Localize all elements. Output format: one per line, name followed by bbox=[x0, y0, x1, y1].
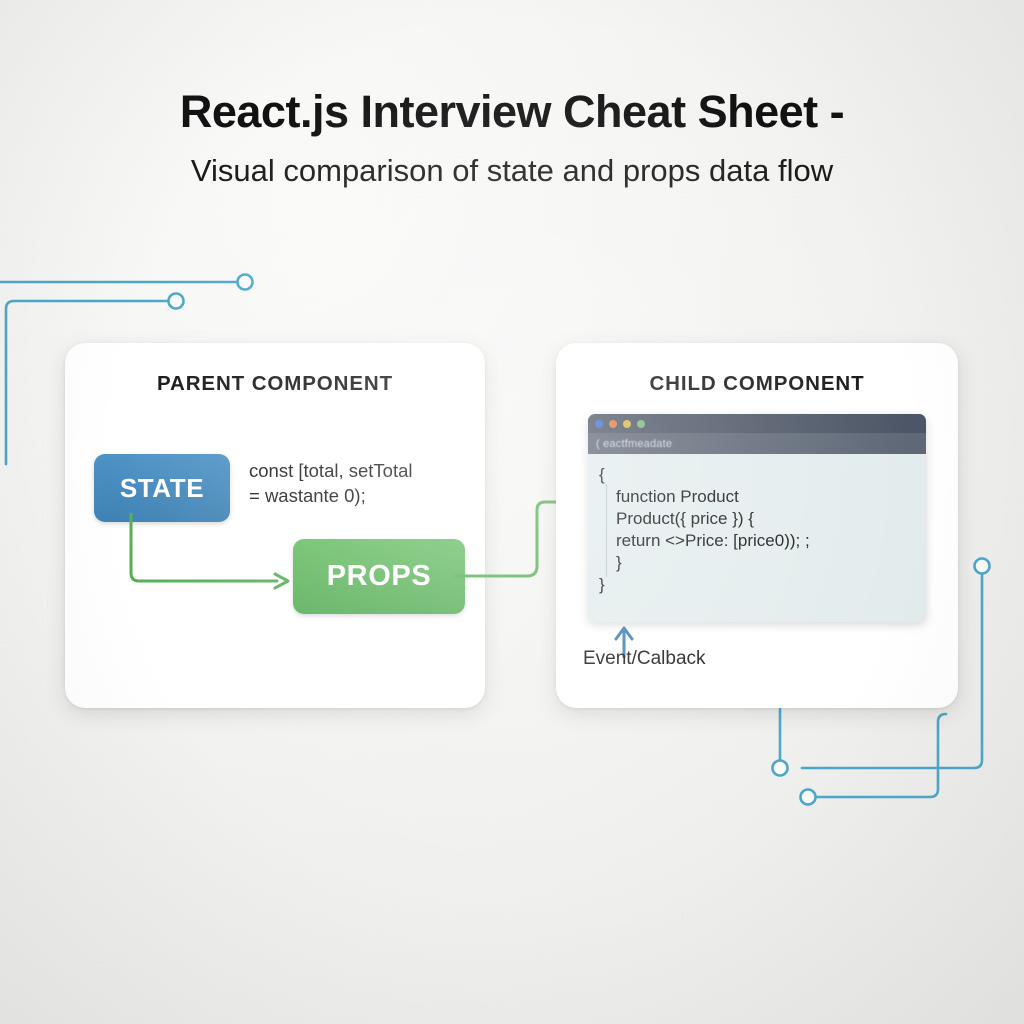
window-dot-green-icon[interactable] bbox=[637, 419, 645, 428]
props-box[interactable]: PROPS bbox=[293, 539, 465, 614]
circuit-node-icon bbox=[973, 557, 991, 575]
circuit-node-icon bbox=[799, 788, 817, 806]
code-window[interactable]: ( eactfmeadate { function Product Produc… bbox=[588, 414, 926, 622]
state-box[interactable]: STATE bbox=[94, 454, 230, 522]
event-callback-label: Event/Calback bbox=[583, 648, 706, 669]
header: React.js Interview Cheat Sheet - Visual … bbox=[0, 86, 1024, 190]
child-panel-title: CHILD COMPONENT bbox=[649, 372, 865, 395]
code-line: } bbox=[616, 553, 622, 573]
code-indent-guide bbox=[606, 484, 607, 577]
circuit-node-icon bbox=[167, 292, 185, 310]
window-dot-yellow-icon[interactable] bbox=[623, 419, 631, 428]
code-line: Product({ price }) { bbox=[616, 509, 754, 529]
props-box-label: PROPS bbox=[326, 560, 432, 592]
window-dot-blue-icon[interactable] bbox=[595, 419, 603, 428]
child-component-panel: CHILD COMPONENT ( eactfmeadate { functio… bbox=[556, 343, 958, 708]
code-line: return <>Price: [price0)); ; bbox=[616, 531, 810, 551]
code-window-titlebar bbox=[588, 414, 926, 433]
window-dot-orange-icon[interactable] bbox=[609, 419, 617, 428]
code-tab-label: ( eactfmeadate bbox=[596, 437, 673, 450]
code-body: { function Product Product({ price }) { … bbox=[588, 454, 926, 607]
circuit-node-icon bbox=[771, 759, 789, 777]
arrow-right-icon bbox=[273, 572, 290, 590]
circuit-node-icon bbox=[236, 273, 254, 291]
code-line: { bbox=[599, 465, 605, 484]
state-box-label: STATE bbox=[119, 472, 205, 503]
parent-component-panel: PARENT COMPONENT STATE const [total, set… bbox=[65, 343, 485, 708]
code-line: } bbox=[599, 575, 605, 595]
parent-panel-title: PARENT COMPONENT bbox=[156, 372, 394, 395]
code-window-tabbar[interactable]: ( eactfmeadate bbox=[588, 433, 926, 454]
state-code-snippet: const [total, setTotal = wastante 0); bbox=[249, 460, 413, 506]
page-title: React.js Interview Cheat Sheet - bbox=[179, 86, 845, 137]
page-subtitle: Visual comparison of state and props dat… bbox=[190, 152, 834, 188]
code-line: function Product bbox=[616, 487, 739, 507]
